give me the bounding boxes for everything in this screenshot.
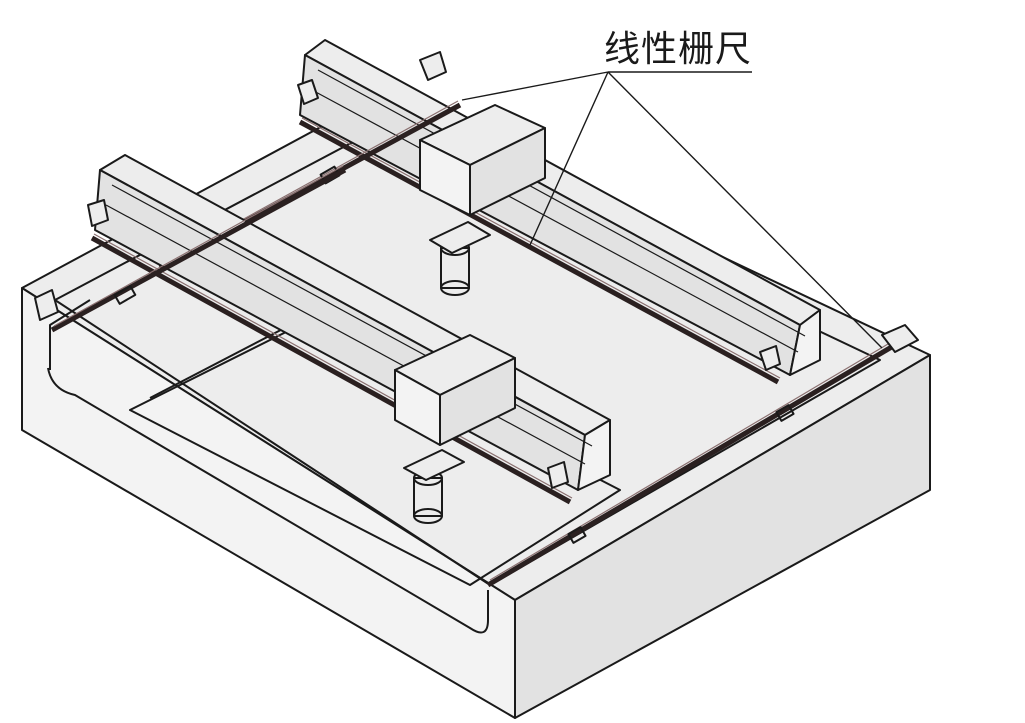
leader-line-3 — [607, 71, 883, 349]
back-beam-front — [789, 309, 821, 376]
base-scale-reader — [567, 526, 587, 544]
front-beam-front — [577, 419, 611, 491]
back-beam-scale-highlight — [301, 117, 781, 379]
front-spindle-mount — [403, 449, 465, 481]
back-beam-end-block — [297, 79, 319, 105]
back-beam-groove — [317, 69, 806, 337]
front-beam-groove-2 — [105, 204, 586, 465]
table-plate — [129, 324, 621, 586]
front-beam-end-block — [87, 199, 109, 227]
front-beam-scale-bar — [90, 235, 572, 505]
base-scale-reader-2 — [775, 404, 795, 422]
back-beam-end-block-right — [759, 345, 781, 371]
table-plate-left-edge — [149, 319, 301, 399]
back-spindle-bottom — [440, 280, 470, 296]
back-beam-scale-bar — [298, 119, 780, 385]
leader-line-2 — [529, 71, 609, 246]
pocket-inner-wall — [49, 299, 91, 370]
back-spindle-mount — [429, 221, 491, 254]
base-scale-bar — [486, 342, 897, 588]
pocket-front-wall — [47, 367, 489, 634]
cross-scale-lower-highlight — [53, 165, 344, 327]
base-right-face — [514, 354, 931, 719]
back-beam-groove-2 — [311, 89, 799, 353]
front-spindle-bottom — [413, 508, 443, 524]
front-carriage-side — [439, 357, 516, 446]
base-pocket-floor — [54, 124, 881, 586]
base-scale-end-bracket — [881, 324, 919, 353]
left-scale-end-bracket — [34, 289, 59, 321]
back-beam-top-bracket — [419, 51, 447, 81]
linear-scale-callout-label: 线性栅尺 — [604, 29, 753, 70]
front-beam-end-block-right — [547, 461, 569, 489]
leader-line-1 — [461, 71, 609, 101]
back-carriage-side — [469, 127, 546, 216]
front-beam-scale-highlight — [93, 233, 573, 499]
cross-scale-lower-reader — [113, 285, 137, 305]
base-scale-highlight — [489, 340, 894, 581]
cross-scale-lower — [50, 167, 347, 333]
